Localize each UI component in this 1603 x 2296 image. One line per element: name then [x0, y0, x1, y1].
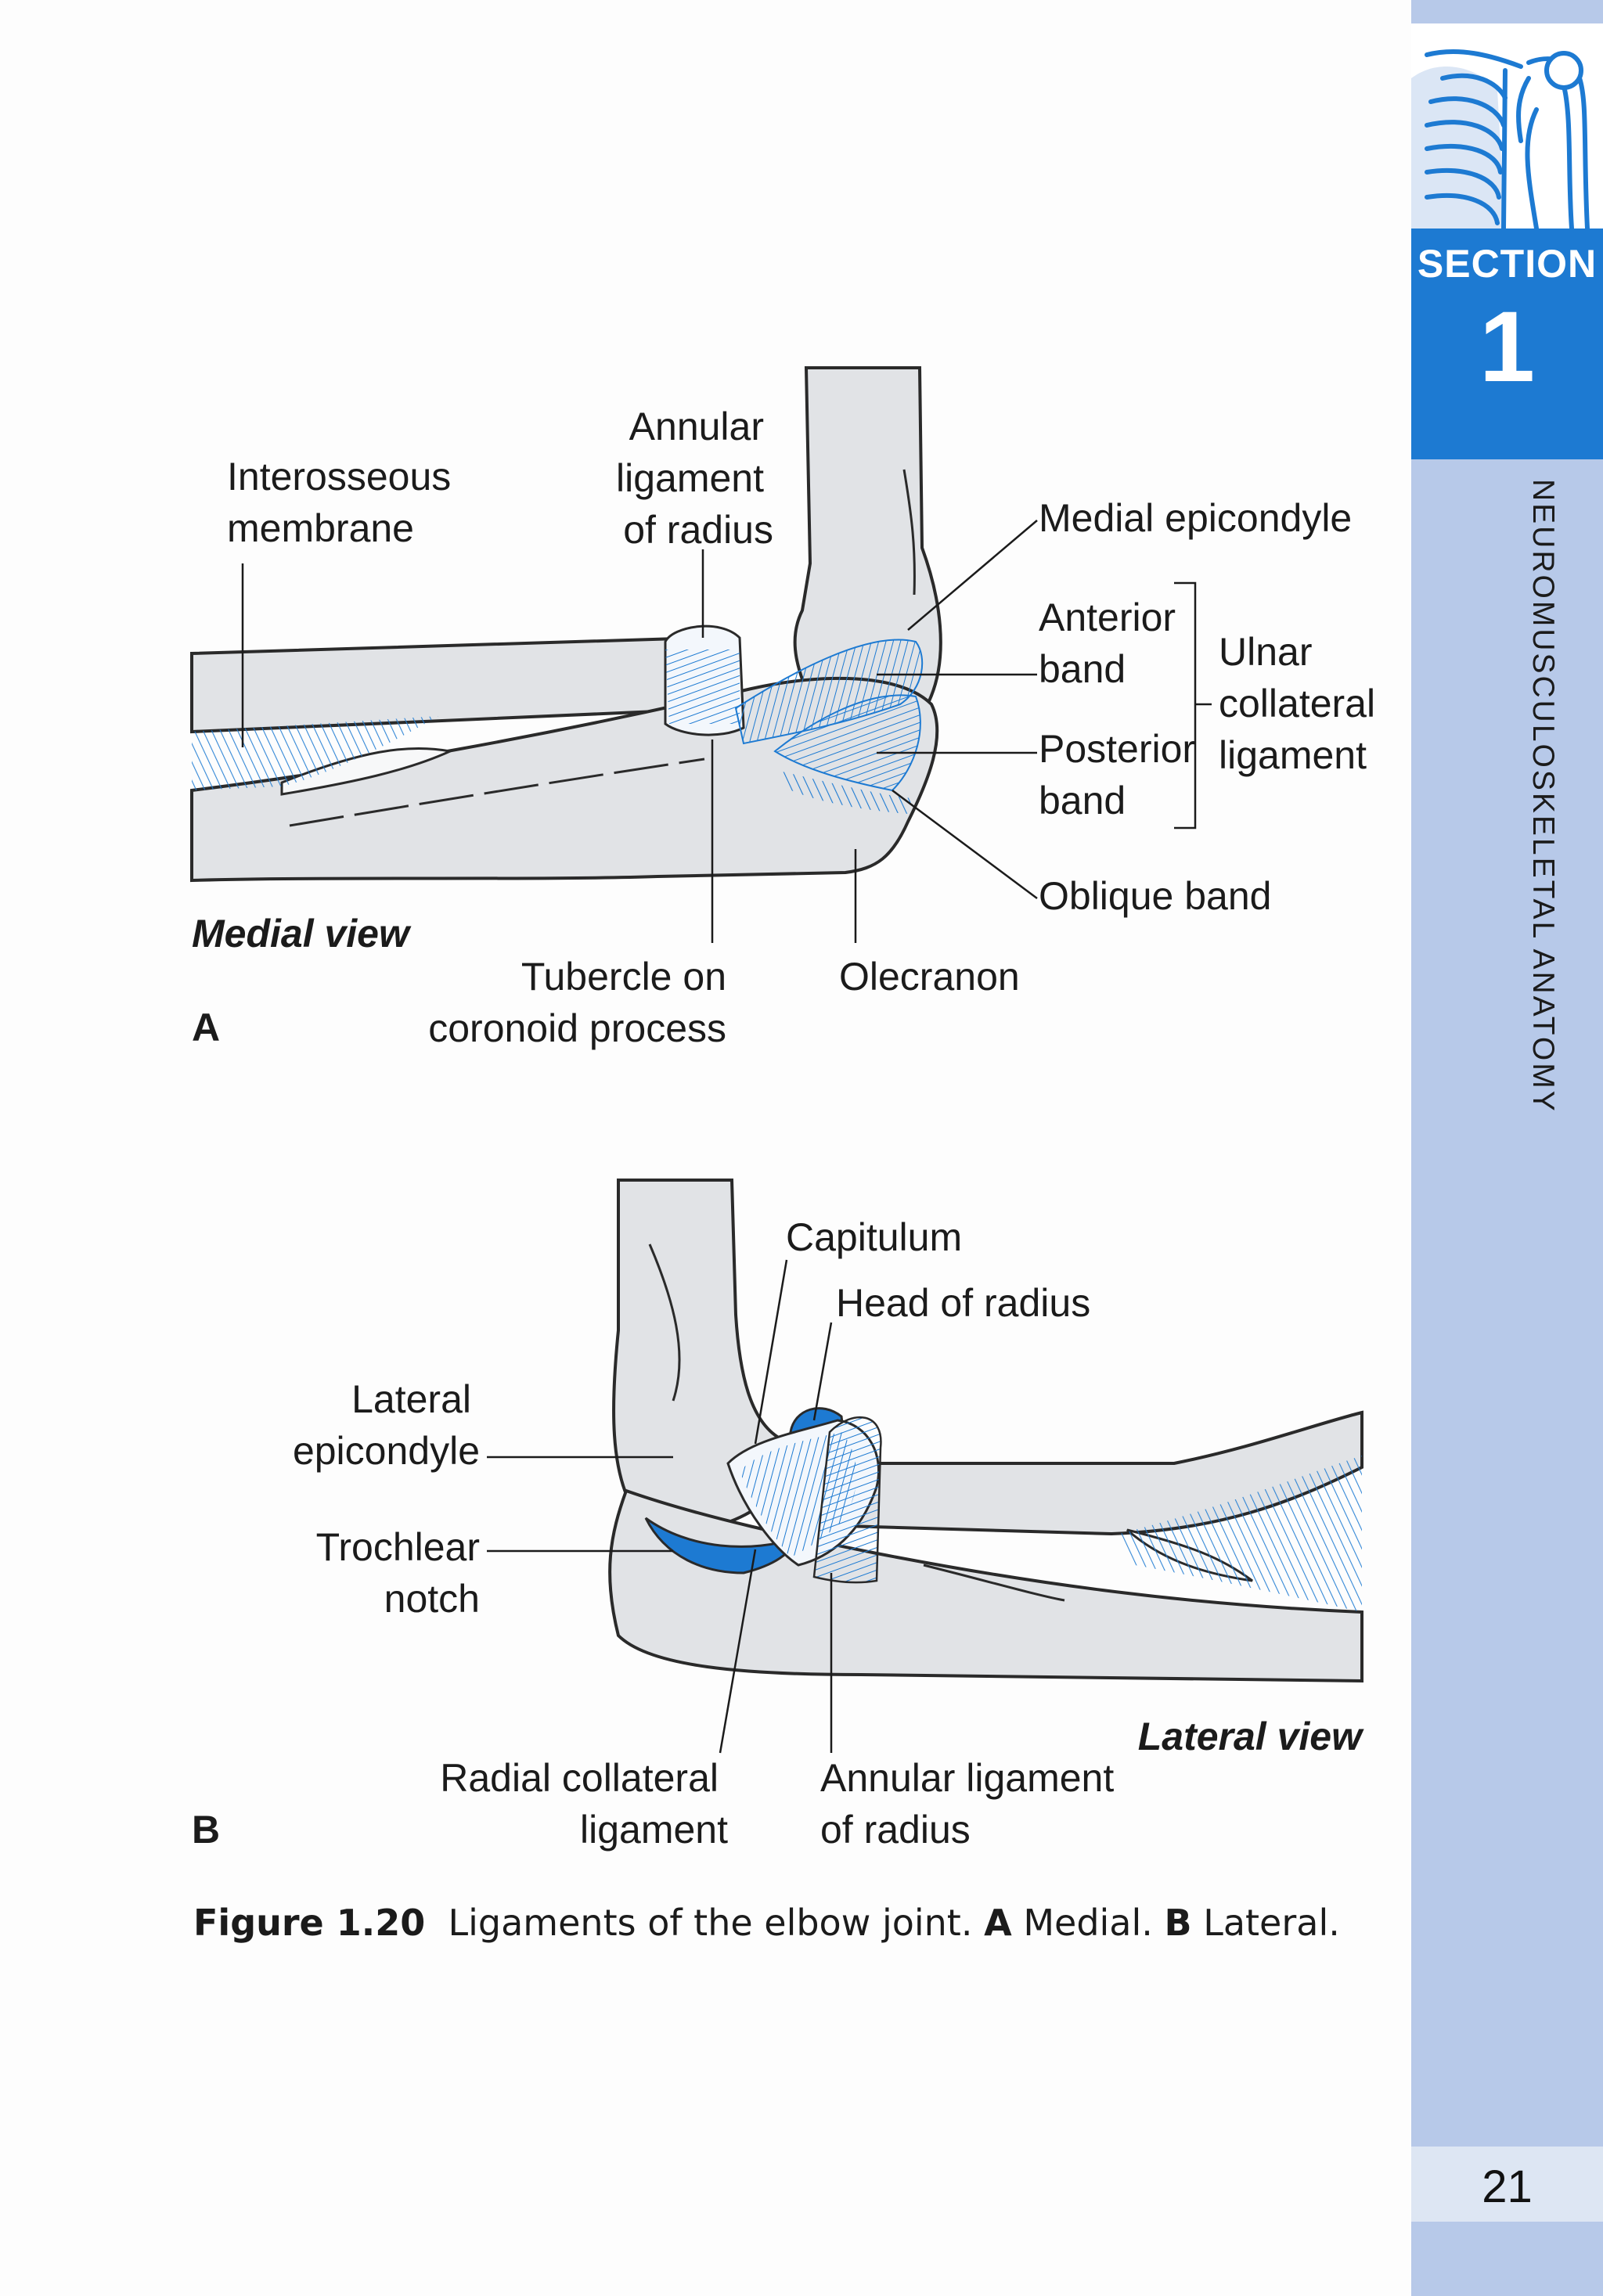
caption-text: Ligaments of the elbow joint. — [448, 1902, 973, 1944]
label-medial-epicondyle: Medial epicondyle — [1039, 496, 1352, 540]
caption-a-letter: A — [984, 1902, 1012, 1944]
caption-a-text: Medial. — [1023, 1902, 1153, 1944]
caption-b-text: Lateral. — [1203, 1902, 1340, 1944]
interosseous-membrane-b — [1119, 1456, 1362, 1612]
annular-ligament-a — [664, 624, 745, 736]
label-lateral-epicondyle-1: Lateral — [351, 1377, 471, 1421]
labels-a: Interosseous membrane Annular ligament o… — [192, 405, 1375, 1050]
label-ulnar-collateral-2: collateral — [1219, 682, 1375, 725]
caption-b-letter: B — [1164, 1902, 1192, 1944]
label-oblique-band: Oblique band — [1039, 874, 1271, 918]
figure-a-medial: Interosseous membrane Annular ligament o… — [190, 366, 1375, 1050]
leader-lines-a — [241, 520, 1212, 943]
label-anterior-band-2: band — [1039, 647, 1126, 691]
page-number-box: 21 — [1411, 2147, 1603, 2222]
page-content — [0, 0, 1411, 2296]
label-annular-a-1: Annular — [629, 405, 764, 448]
label-ulnar-collateral-1: Ulnar — [1219, 630, 1312, 674]
label-interosseous-2: membrane — [227, 506, 414, 550]
labels-b: Capitulum Head of radius Lateral epicond… — [192, 1215, 1364, 1852]
figure-caption: Figure 1.20 Ligaments of the elbow joint… — [193, 1902, 1340, 1944]
ulnar-collateral-ligament-a — [734, 639, 924, 814]
label-posterior-band-2: band — [1039, 779, 1126, 822]
section-label: SECTION — [1417, 242, 1598, 286]
skeleton-thorax-icon — [1411, 23, 1603, 229]
panel-letter-b: B — [192, 1808, 220, 1852]
section-sidebar: SECTION 1 — [1411, 0, 1603, 2296]
label-annular-a-3: of radius — [623, 508, 773, 552]
label-annular-b-2: of radius — [820, 1808, 971, 1852]
view-label-medial: Medial view — [192, 912, 412, 955]
label-posterior-band-1: Posterior — [1039, 727, 1195, 771]
figure-b-lateral: Capitulum Head of radius Lateral epicond… — [192, 1179, 1364, 1852]
label-olecranon: Olecranon — [839, 955, 1020, 999]
label-annular-a-2: ligament — [616, 456, 764, 500]
panel-letter-a: A — [192, 1006, 220, 1049]
leader-lines-b — [487, 1259, 833, 1754]
section-title: NEUROMUSCULOSKELETAL ANATOMY — [1526, 479, 1560, 1114]
label-annular-b-1: Annular ligament — [820, 1756, 1114, 1800]
page-number: 21 — [1482, 2161, 1533, 2212]
label-anterior-band-1: Anterior — [1039, 596, 1176, 639]
label-interosseous-1: Interosseous — [227, 455, 451, 498]
interosseous-membrane-a — [192, 716, 438, 790]
label-trochlear-notch-1: Trochlear — [316, 1525, 480, 1569]
label-tubercle-1: Tubercle on — [521, 955, 726, 999]
section-badge: SECTION 1 — [1411, 229, 1603, 459]
caption-figure-number: Figure 1.20 — [193, 1902, 426, 1944]
label-ulnar-collateral-3: ligament — [1219, 733, 1367, 777]
view-label-lateral: Lateral view — [1138, 1715, 1364, 1758]
elbow-ligaments-figure: Interosseous membrane Annular ligament o… — [190, 366, 1375, 1852]
annular-ligament-b — [812, 1416, 882, 1584]
label-lateral-epicondyle-2: epicondyle — [293, 1429, 480, 1473]
label-radial-collateral-1: Radial collateral — [440, 1756, 719, 1800]
label-head-of-radius: Head of radius — [836, 1281, 1090, 1325]
label-trochlear-notch-2: notch — [384, 1577, 480, 1621]
section-number: 1 — [1479, 291, 1536, 403]
label-capitulum: Capitulum — [786, 1215, 962, 1259]
label-tubercle-2: coronoid process — [428, 1006, 726, 1050]
label-radial-collateral-2: ligament — [580, 1808, 728, 1852]
